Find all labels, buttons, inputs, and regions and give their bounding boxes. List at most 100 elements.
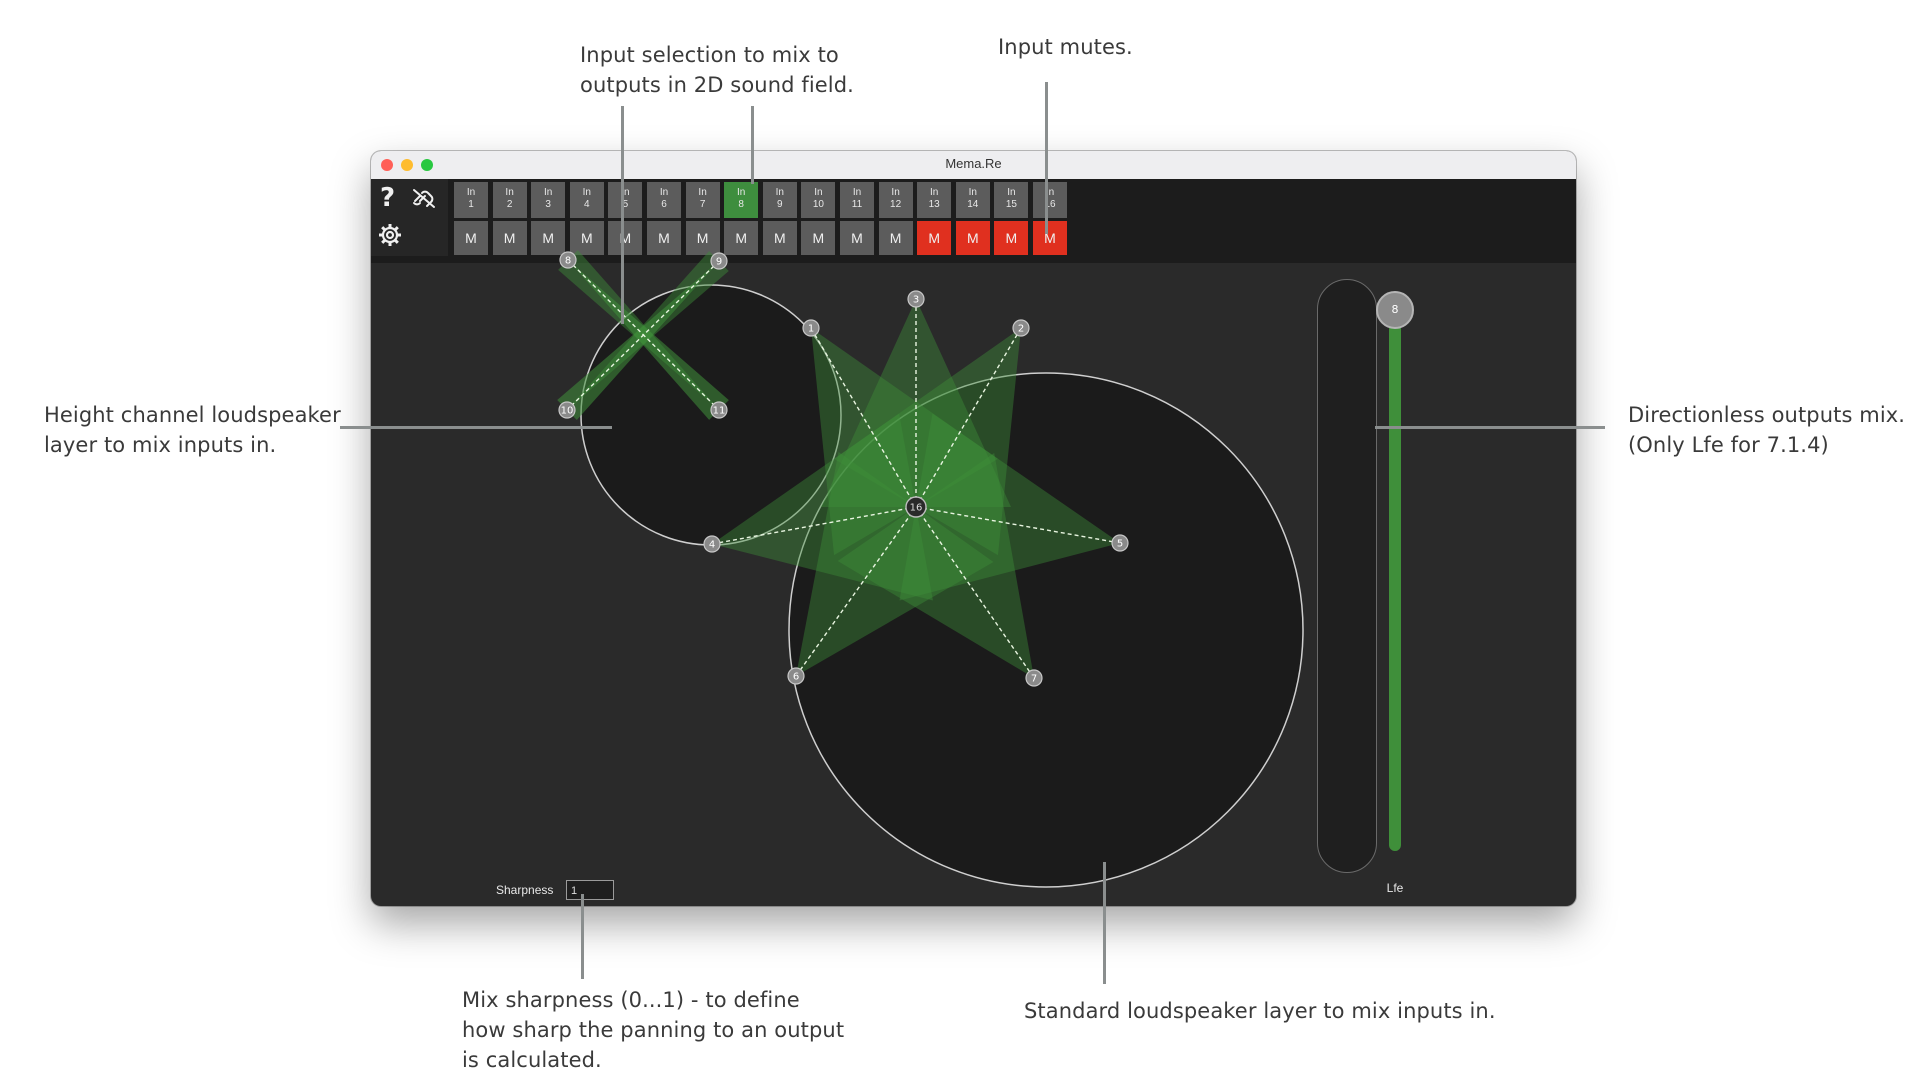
standard-mix-wedge — [837, 453, 1034, 678]
speaker-label: 1 — [808, 324, 814, 335]
input-prefix: In — [852, 187, 862, 198]
mute-button-14[interactable]: M — [955, 221, 990, 255]
speaker-node-1[interactable]: 1 — [802, 319, 820, 337]
window-title: Mema.Re — [945, 156, 1002, 171]
speaker-label: 9 — [716, 257, 722, 268]
leader-input-mutes — [1045, 82, 1048, 234]
mute-button-3[interactable]: M — [531, 221, 566, 255]
speaker-node-6[interactable]: 6 — [787, 667, 805, 685]
mute-button-16[interactable]: M — [1033, 221, 1067, 255]
input-number: 7 — [699, 199, 706, 210]
lfe-source-knob[interactable]: 8 — [1376, 291, 1414, 329]
leader-height-layer — [340, 426, 612, 429]
question-mark-icon[interactable]: ? — [380, 183, 396, 213]
standard-mix-wedge — [811, 328, 998, 556]
sharpness-input[interactable]: 1 — [566, 880, 614, 900]
speaker-node-4[interactable]: 4 — [703, 535, 721, 553]
zoom-window-button[interactable] — [421, 159, 433, 171]
mute-button-15[interactable]: M — [994, 221, 1029, 255]
speaker-label: 10 — [561, 406, 574, 417]
mute-button-1[interactable]: M — [454, 221, 488, 255]
mute-button-8[interactable]: M — [724, 221, 759, 255]
standard-mix-wedge — [796, 451, 994, 676]
speaker-node-2[interactable]: 2 — [1012, 319, 1030, 337]
speaker-label: 4 — [709, 540, 715, 551]
speaker-node-10[interactable]: 10 — [558, 401, 576, 419]
input-prefix: In — [891, 187, 900, 198]
mute-button-13[interactable]: M — [917, 221, 952, 255]
speaker-label: 3 — [913, 295, 919, 306]
input-number: 10 — [812, 199, 824, 210]
annotation-input-selection: Input selection to mix to outputs in 2D … — [580, 43, 854, 97]
standard-mix-wedge — [834, 328, 1021, 556]
annotation-height-layer: Height channel loudspeaker layer to mix … — [44, 403, 341, 457]
mute-button-9[interactable]: M — [762, 221, 797, 255]
speaker-node-9[interactable]: 9 — [710, 252, 728, 270]
input-prefix: In — [1007, 187, 1016, 198]
leader-input-selection-a — [621, 106, 624, 324]
speaker-node-3[interactable]: 3 — [907, 290, 925, 308]
input-prefix: In — [466, 187, 476, 198]
speaker-label: 5 — [1117, 539, 1123, 550]
source-node-16[interactable]: 16 — [905, 496, 927, 518]
speaker-node-8[interactable]: 8 — [559, 251, 577, 269]
input-number: 9 — [777, 199, 783, 210]
mute-button-4[interactable]: M — [569, 221, 604, 255]
input-number: 2 — [506, 199, 513, 210]
input-prefix: In — [582, 187, 591, 198]
annotation-sharpness: Mix sharpness (0...1) - to define how sh… — [462, 988, 845, 1072]
mute-button-7[interactable]: M — [685, 221, 720, 255]
leader-sharpness — [581, 894, 584, 979]
tool-panel: ? — [371, 179, 448, 256]
input-number: 6 — [661, 199, 667, 210]
app-window: Mema.Re ? — [371, 151, 1576, 906]
speaker-label: 7 — [1031, 674, 1037, 685]
input-toolbar: ? — [371, 179, 1576, 263]
leader-directionless — [1375, 426, 1605, 429]
annotation-input-mutes: Input mutes. — [998, 35, 1133, 59]
standard-layer[interactable]: 1 2 3 4 5 6 7 16 — [703, 290, 1304, 888]
input-prefix: In — [544, 187, 553, 198]
speaker-node-11[interactable]: 11 — [710, 401, 728, 419]
leader-standard-layer — [1103, 862, 1106, 984]
input-prefix: In — [505, 187, 514, 198]
mute-button-11[interactable]: M — [840, 221, 874, 255]
input-number: 15 — [1005, 199, 1017, 210]
speaker-node-7[interactable]: 7 — [1025, 669, 1043, 687]
height-layer[interactable]: 8 9 10 11 — [557, 250, 842, 546]
lfe-track[interactable] — [1317, 279, 1377, 873]
input-prefix: In — [659, 187, 669, 198]
minimize-window-button[interactable] — [401, 159, 413, 171]
gear-icon[interactable] — [377, 222, 403, 252]
lfe-level-bar — [1389, 311, 1401, 851]
unlink-icon[interactable] — [411, 187, 437, 213]
speaker-label: 6 — [793, 672, 799, 683]
close-window-button[interactable] — [381, 159, 393, 171]
mute-button-10[interactable]: M — [801, 221, 836, 255]
mute-button-6[interactable]: M — [647, 221, 681, 255]
mute-button-2[interactable]: M — [492, 221, 527, 255]
speaker-node-5[interactable]: 5 — [1111, 534, 1129, 552]
standard-mix-wedge — [821, 299, 1011, 507]
mute-button-5[interactable]: M — [608, 221, 643, 255]
height-mix-line — [566, 260, 720, 411]
input-number: 5 — [622, 199, 629, 210]
mute-button-12[interactable]: M — [878, 221, 913, 255]
